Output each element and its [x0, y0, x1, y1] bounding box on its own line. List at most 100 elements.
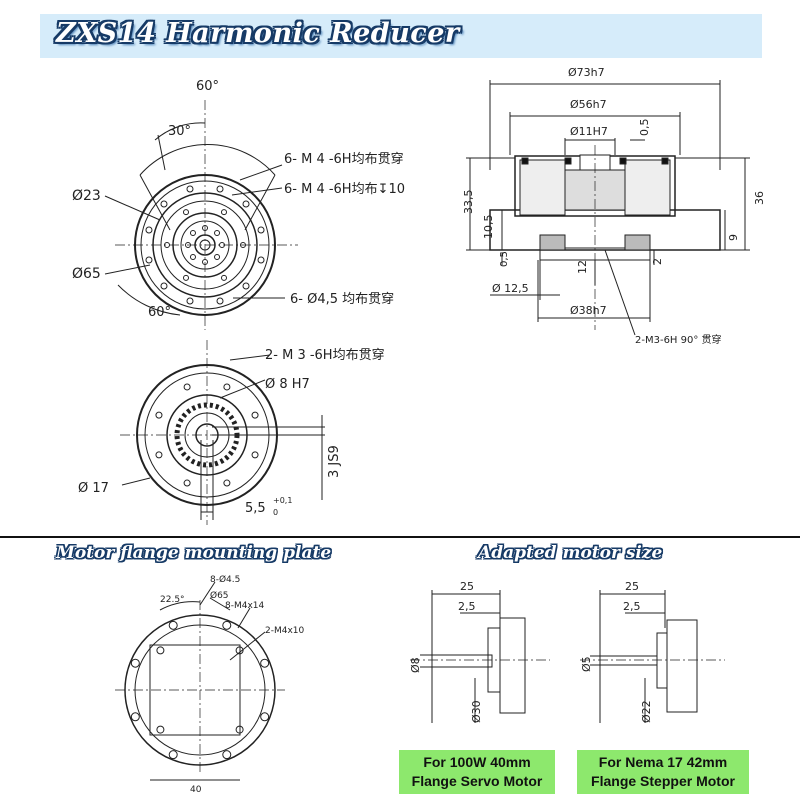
servo-label-line1: For 100W 40mm — [423, 754, 531, 770]
bolt-hole — [183, 479, 191, 487]
bolt-hole — [155, 451, 163, 459]
stepper-boss: Ø22 — [640, 700, 653, 723]
dia-65: Ø65 — [72, 266, 101, 282]
bolt-hole — [145, 226, 153, 234]
mf-m4x14: 8-M4x14 — [225, 601, 265, 611]
angle-60-bottom: 60° — [148, 305, 171, 320]
servo-dim-2-5: 2,5 — [458, 600, 476, 613]
bolt-hole — [222, 750, 232, 760]
note-m4-through: 6- M 4 -6H均布贯穿 — [284, 151, 404, 167]
dim-d12-5: Ø 12,5 — [492, 282, 529, 295]
bolt-hole — [251, 451, 259, 459]
bolt-hole — [242, 282, 250, 290]
adapted-motor-title: Adapted motor size — [478, 543, 663, 563]
stepper-label: For Nema 17 42mm Flange Stepper Motor — [577, 750, 749, 794]
bolt-hole — [235, 725, 244, 734]
bolt-hole — [183, 274, 189, 281]
bolt-hole — [242, 200, 250, 208]
dim-12: 12 — [576, 260, 589, 274]
bolt-hole — [189, 254, 196, 261]
title-banner — [40, 14, 762, 58]
angle-60-top: 60° — [196, 79, 219, 94]
stepper-shaft: Ø5 — [580, 656, 593, 672]
servo-label-line2: Flange Servo Motor — [411, 773, 543, 789]
bolt-hole — [260, 712, 270, 722]
stepper-label-line2: Flange Stepper Motor — [591, 773, 735, 789]
mf-dim-40: 40 — [190, 785, 202, 795]
servo-shaft: Ø8 — [409, 657, 422, 673]
bolt-hole — [257, 226, 265, 234]
bolt-hole — [185, 242, 191, 248]
stepper-motor-drawing: 25 2,5 Ø5 Ø22 — [580, 580, 725, 723]
bolt-hole — [186, 297, 194, 305]
bolt-hole — [221, 274, 227, 281]
dim-0-5-top: 0,5 — [638, 119, 651, 137]
bolt-hole — [221, 209, 227, 216]
bolt-hole — [251, 411, 259, 419]
stepper-dim-2-5: 2,5 — [623, 600, 641, 613]
dim-d11: Ø11H7 — [570, 125, 608, 138]
bolt-hole — [183, 383, 191, 391]
dim-2: 2 — [651, 258, 664, 265]
bolt-hole — [156, 646, 165, 655]
rear-dim-5-5: 5,5 — [245, 501, 266, 516]
mf-angle: 22.5° — [160, 595, 185, 605]
dia-23: Ø23 — [72, 188, 101, 204]
rear-note-m3: 2- M 3 -6H均布贯穿 — [265, 347, 385, 363]
bolt-hole — [202, 225, 208, 231]
angle-arc-30 — [154, 122, 206, 141]
servo-boss: Ø30 — [470, 700, 483, 723]
bolt-hole — [183, 209, 189, 216]
bolt-hole — [216, 297, 224, 305]
section-divider — [0, 536, 800, 538]
mf-m4x10: 2-M4x10 — [265, 626, 305, 636]
bolt-hole — [223, 383, 231, 391]
bolt-hole — [156, 725, 165, 734]
bolt-hole — [240, 242, 246, 248]
note-m4-depth: 6- M 4 -6H均布↧10 — [284, 182, 405, 197]
bolt-hole — [186, 185, 194, 193]
bolt-hole — [168, 750, 178, 760]
bolt-hole — [222, 620, 232, 630]
bolt-hole — [145, 256, 153, 264]
dim-d73: Ø73h7 — [568, 66, 605, 79]
bolt-hole — [130, 712, 140, 722]
rear-d8: Ø 8 H7 — [265, 377, 310, 392]
bolt-hole — [164, 242, 170, 248]
bolt-hole — [260, 658, 270, 668]
section-view: Ø73h7 Ø56h7 Ø11H7 0,5 33,5 36 10,5 9 0,5… — [462, 66, 766, 346]
bolt-hole — [219, 242, 225, 248]
dim-36: 36 — [753, 191, 766, 205]
angle-arc-60-top — [139, 144, 276, 176]
bolt-hole — [160, 200, 168, 208]
bolt-hole — [189, 229, 196, 236]
motor-flange-drawing: 22.5° 8-Ø4.5 Ø65 8-M4x14 2-M4x10 40 — [115, 574, 305, 795]
servo-label: For 100W 40mm Flange Servo Motor — [399, 750, 555, 794]
front-view: 60° 30° 60° Ø23 Ø65 6- M 4 -6H均布贯穿 6- M … — [72, 79, 405, 330]
dim-0-5-left: 0,5 — [499, 251, 510, 267]
rear-js9: 3 JS9 — [327, 445, 342, 478]
rear-tol-lower: 0 — [273, 508, 278, 517]
rear-tol-upper: +0,1 — [273, 496, 292, 505]
motor-flange-title: Motor flange mounting plate — [56, 543, 332, 563]
bolt-hole — [130, 658, 140, 668]
dim-9: 9 — [727, 234, 740, 241]
bolt-hole — [160, 282, 168, 290]
mf-holes-d45: 8-Ø4.5 — [210, 574, 240, 585]
bolt-hole — [235, 646, 244, 655]
angle-arc-60-bottom — [117, 284, 181, 316]
dim-d38: Ø38h7 — [570, 304, 607, 317]
bolt-hole — [155, 411, 163, 419]
bolt-hole — [202, 259, 208, 265]
stepper-label-line1: For Nema 17 42mm — [598, 754, 728, 770]
note-d45: 6- Ø4,5 均布贯穿 — [290, 291, 394, 307]
rear-view: 2- M 3 -6H均布贯穿 Ø 8 H7 Ø 17 3 JS9 5,5 +0,… — [78, 340, 385, 525]
note-m3: 2-M3-6H 90° 贯穿 — [635, 333, 722, 346]
dim-10-5: 10,5 — [482, 215, 495, 240]
page-title: ZXS14 Harmonic Reducer — [56, 18, 460, 49]
bolt-hole — [214, 254, 221, 261]
bolt-hole — [214, 229, 221, 236]
stepper-dim-25: 25 — [625, 580, 639, 593]
servo-dim-25: 25 — [460, 580, 474, 593]
bolt-hole — [168, 620, 178, 630]
